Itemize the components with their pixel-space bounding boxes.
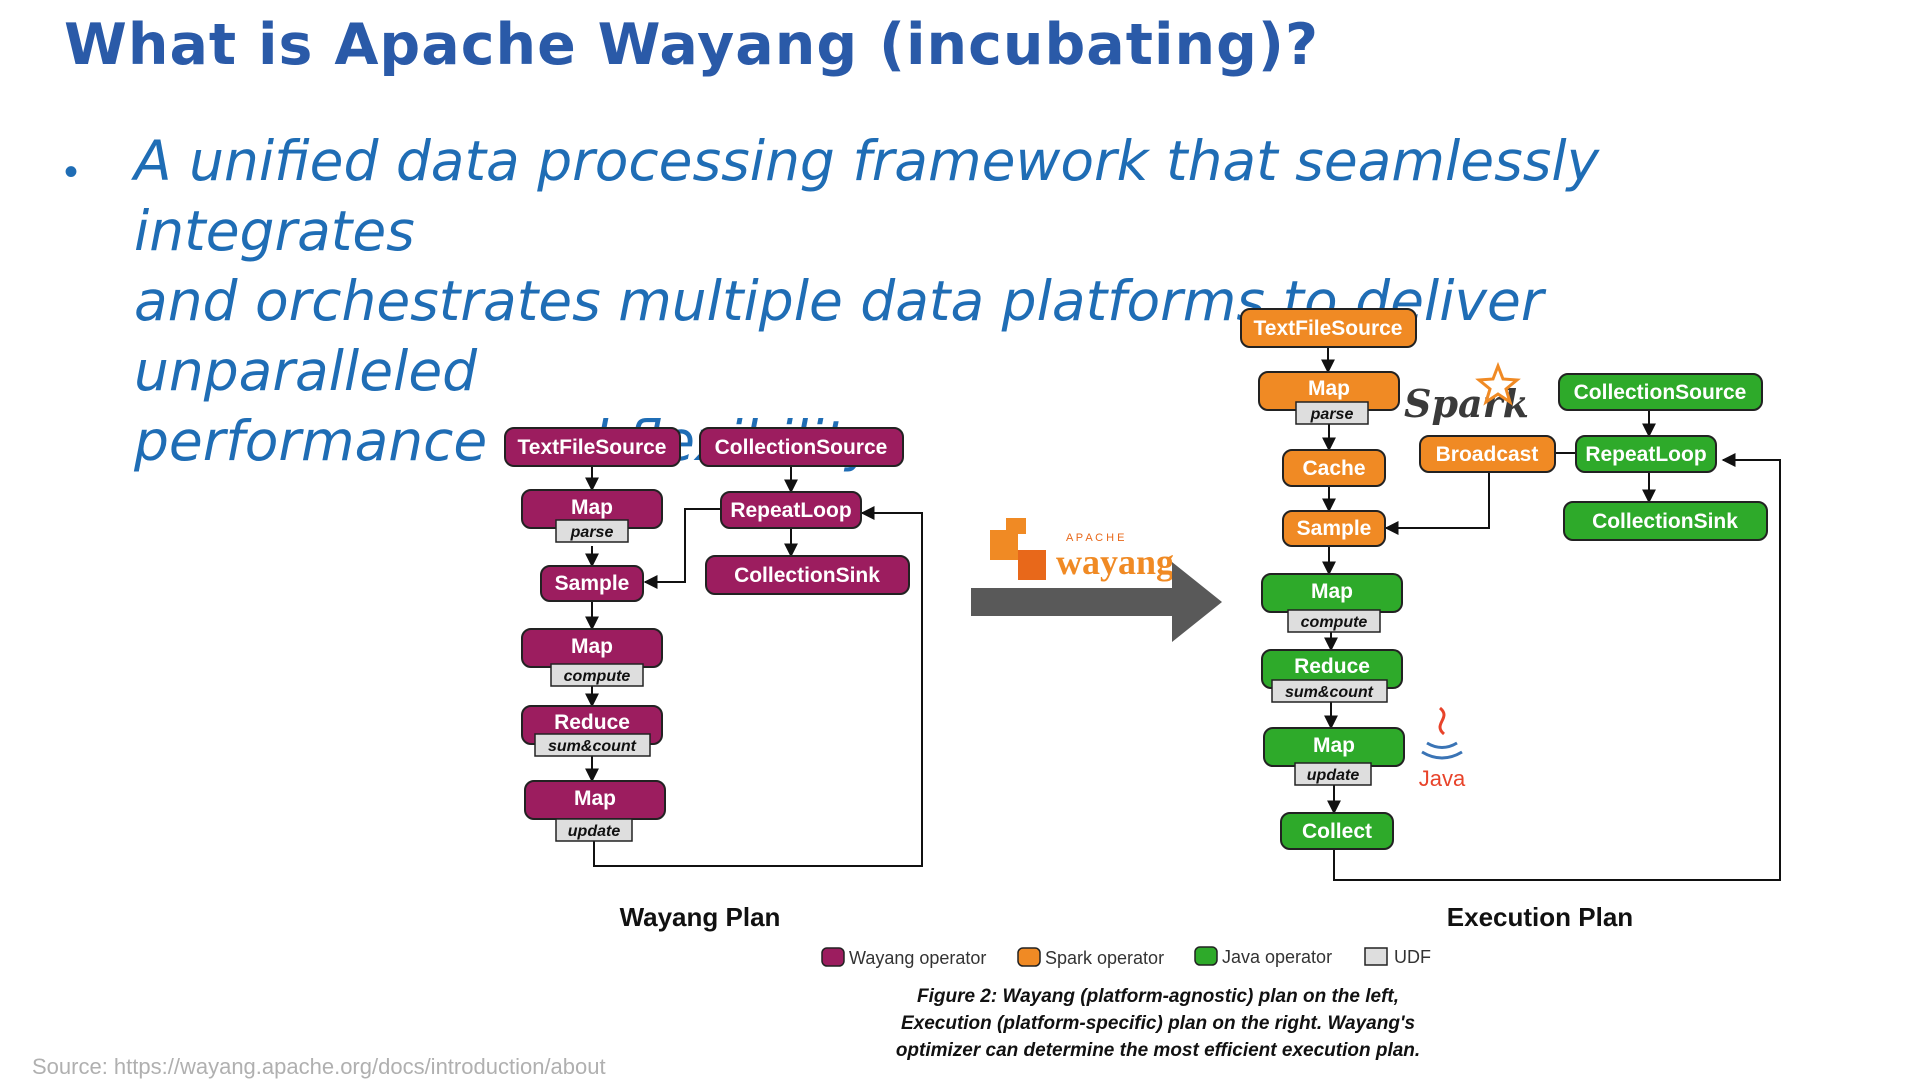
slide-title: What is Apache Wayang (incubating)? (64, 12, 1320, 78)
exec-broadcast: Broadcast (1419, 435, 1556, 473)
svg-text:compute: compute (564, 668, 631, 685)
udf-compute: compute (550, 663, 644, 687)
udf-update: update (555, 818, 633, 842)
svg-text:Reduce: Reduce (1294, 655, 1370, 678)
exec-map-update: Map (1263, 727, 1405, 767)
logo-mark (1006, 518, 1026, 534)
legend-swatch-java (1194, 946, 1218, 966)
wayang-textfilesource: TextFileSource (504, 427, 681, 467)
logo-mark (1018, 550, 1046, 580)
wayang-sample: Sample (540, 565, 644, 602)
legend-swatch-spark (1017, 947, 1041, 967)
exec-repeatloop: RepeatLoop (1575, 435, 1717, 473)
svg-text:CollectionSource: CollectionSource (1574, 381, 1747, 404)
legend-swatch-wayang (821, 947, 845, 967)
svg-text:Map: Map (1308, 377, 1350, 400)
wayang-plan-title: Wayang Plan (620, 902, 781, 932)
svg-text:Collect: Collect (1302, 820, 1372, 843)
svg-text:RepeatLoop: RepeatLoop (1585, 443, 1706, 466)
svg-text:Map: Map (571, 496, 613, 519)
svg-text:CollectionSink: CollectionSink (734, 564, 880, 587)
java-cup-icon (1421, 750, 1463, 760)
svg-text:Sample: Sample (555, 572, 630, 595)
wayang-collectionsource: CollectionSource (699, 427, 904, 467)
bullet-marker: • (64, 150, 79, 194)
svg-text:compute: compute (1301, 614, 1368, 631)
svg-text:RepeatLoop: RepeatLoop (730, 499, 851, 522)
svg-text:TextFileSource: TextFileSource (1254, 317, 1403, 340)
svg-text:sum&count: sum&count (548, 738, 637, 755)
exec-collectionsink: CollectionSink (1563, 501, 1768, 541)
spark-star-icon (1475, 361, 1521, 406)
wayang-collectionsink: CollectionSink (705, 555, 910, 595)
svg-text:update: update (568, 823, 621, 840)
java-steam-icon (1438, 706, 1446, 736)
svg-text:Cache: Cache (1302, 457, 1365, 480)
wayang-logo: A P A C H E wayang (990, 518, 1174, 582)
exec-reduce: Reduce (1261, 649, 1403, 689)
exec-sample: Sample (1282, 510, 1386, 547)
wayang-map-parse: Map (521, 489, 663, 529)
svg-text:TextFileSource: TextFileSource (518, 436, 667, 459)
logo-apache-text: A P A C H E (1066, 532, 1125, 544)
transform-arrow-icon (971, 562, 1222, 642)
udf-sumcount: sum&count (1271, 679, 1388, 703)
wayang-repeatloop: RepeatLoop (720, 491, 862, 529)
logo-wayang-text: wayang (1056, 542, 1174, 582)
udf-compute: compute (1287, 609, 1381, 633)
caption-line: Figure 2: Wayang (platform-agnostic) pla… (917, 986, 1399, 1007)
udf-parse: parse (1295, 401, 1369, 425)
svg-text:Broadcast: Broadcast (1436, 443, 1539, 466)
svg-text:Sample: Sample (1297, 517, 1372, 540)
udf-parse: parse (555, 519, 629, 543)
legend: Wayang operator Spark operator Java oper… (821, 946, 1431, 968)
udf-update: update (1294, 762, 1372, 786)
java-cup-icon (1426, 741, 1458, 749)
wayang-plan-edges (585, 466, 923, 867)
svg-text:update: update (1307, 767, 1360, 784)
svg-text:Map: Map (574, 787, 616, 810)
wayang-map-update: Map (524, 780, 666, 820)
svg-text:Map: Map (571, 635, 613, 658)
execution-plan-edges (1321, 347, 1781, 881)
svg-text:parse: parse (1310, 406, 1354, 423)
logo-mark (990, 530, 1018, 560)
udf-sumcount: sum&count (534, 733, 651, 757)
figure-caption: Figure 2: Wayang (platform-agnostic) pla… (896, 986, 1420, 1061)
loop-back-edge (1333, 453, 1781, 881)
source-footnote: Source: https://wayang.apache.org/docs/i… (32, 1054, 606, 1079)
svg-text:Map: Map (1313, 734, 1355, 757)
legend-label: Wayang operator (849, 948, 986, 968)
svg-text:Map: Map (1311, 580, 1353, 603)
exec-map-compute: Map (1261, 573, 1403, 613)
loop-back-edge (593, 506, 923, 867)
bullet-line: A unified data processing framework that… (134, 129, 1600, 263)
legend-label: UDF (1394, 947, 1431, 967)
legend-label: Java operator (1222, 947, 1332, 967)
svg-text:Reduce: Reduce (554, 711, 630, 734)
svg-text:CollectionSource: CollectionSource (715, 436, 888, 459)
exec-cache: Cache (1282, 449, 1386, 487)
java-logo-text: Java (1419, 766, 1466, 791)
wayang-map-compute: Map (521, 628, 663, 668)
legend-swatch-udf (1364, 947, 1388, 966)
exec-collect: Collect (1280, 812, 1394, 850)
svg-text:parse: parse (570, 524, 614, 541)
java-logo: Java (1419, 706, 1466, 791)
execution-plan-title: Execution Plan (1447, 902, 1633, 932)
exec-textfilesource: TextFileSource (1240, 308, 1417, 348)
exec-collectionsource: CollectionSource (1558, 373, 1763, 411)
svg-text:sum&count: sum&count (1285, 684, 1374, 701)
spark-logo: Spark (1404, 361, 1529, 426)
svg-text:CollectionSink: CollectionSink (1592, 510, 1738, 533)
caption-line: Execution (platform-specific) plan on th… (901, 1013, 1415, 1034)
caption-line: optimizer can determine the most efficie… (896, 1040, 1420, 1061)
legend-label: Spark operator (1045, 948, 1164, 968)
broadcast-edge (1384, 472, 1490, 535)
loop-edge (643, 508, 721, 589)
